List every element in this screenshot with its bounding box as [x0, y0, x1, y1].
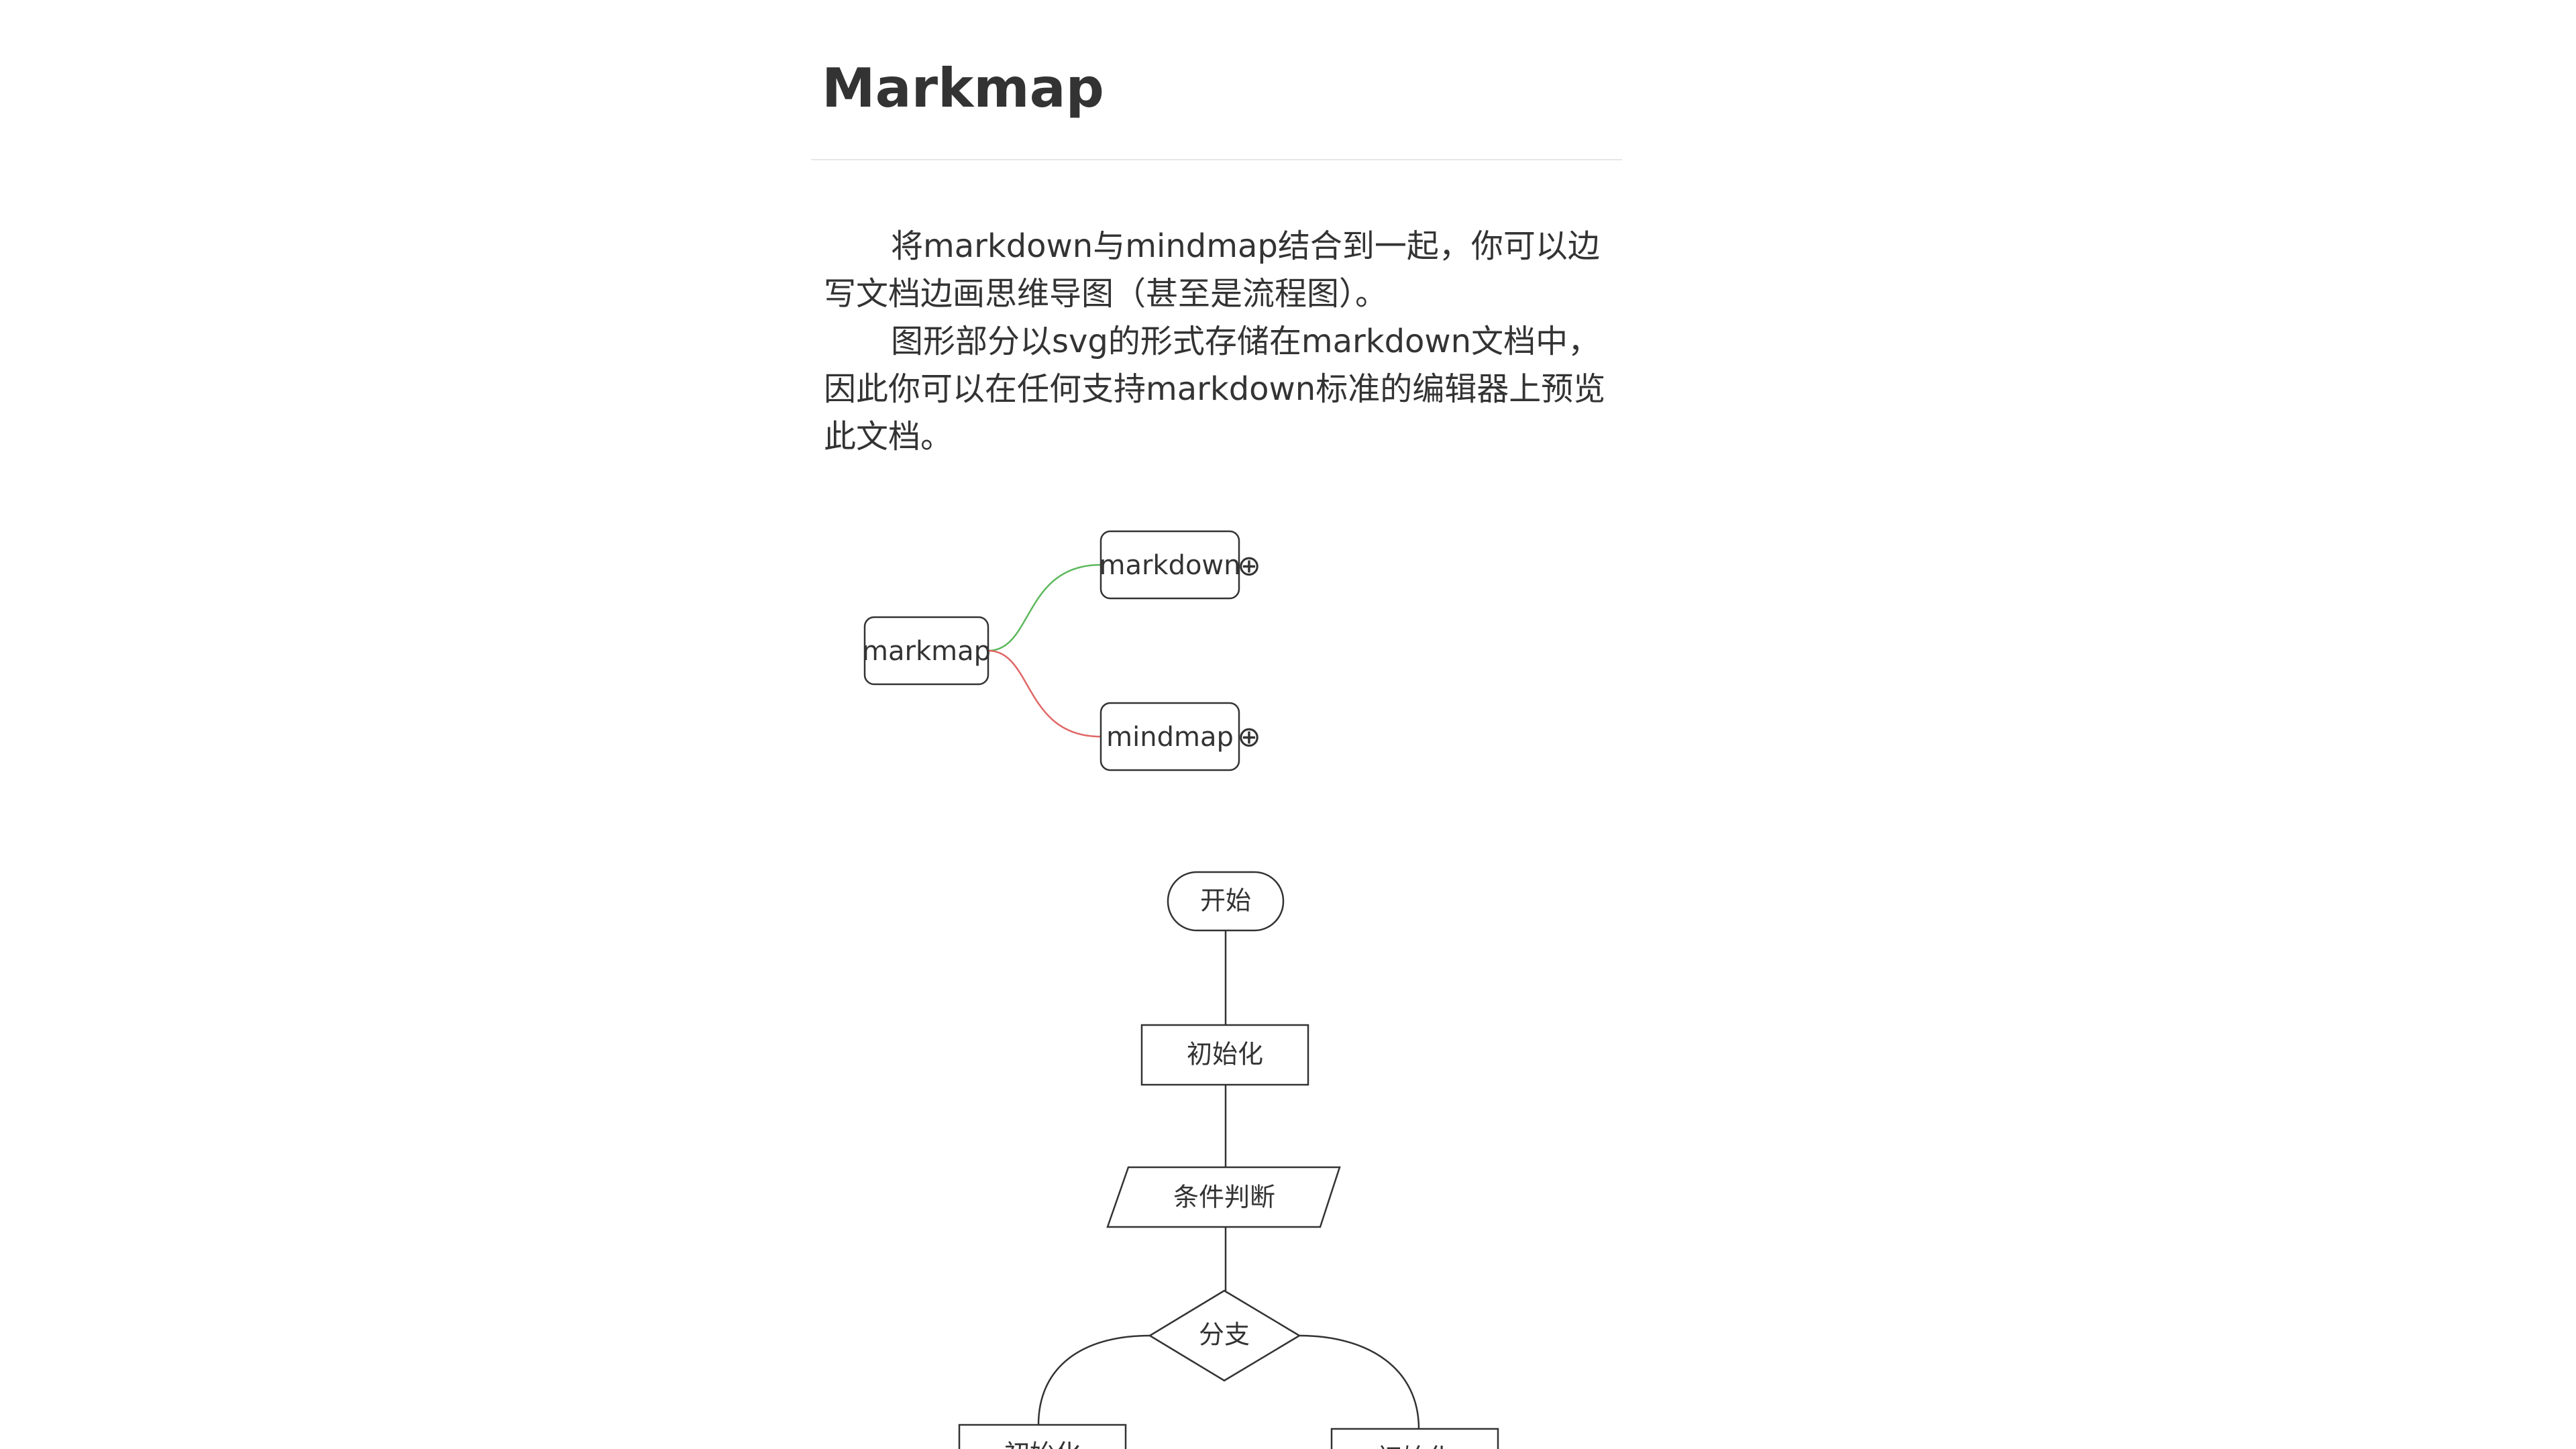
flow-connector-right — [1299, 1334, 1420, 1430]
flow-condition-label: 条件判断 — [1173, 1183, 1275, 1212]
intro-text: 将markdown与mindmap结合到一起，你可以边写文档边画思维导图（甚至是… — [824, 223, 1622, 461]
flow-left-init-node[interactable]: 初始化 — [958, 1424, 1127, 1449]
flow-init-node[interactable]: 初始化 — [1140, 1024, 1309, 1086]
expand-icon[interactable]: ⊕ — [1237, 720, 1260, 753]
mindmap-link-mindmap — [987, 649, 1102, 738]
page-title: Markmap — [822, 57, 1104, 119]
flow-branch-label: 分支 — [1199, 1320, 1250, 1350]
title-divider — [811, 159, 1622, 160]
intro-paragraph-2: 图形部分以svg的形式存储在markdown文档中，因此你可以在任何支持mark… — [824, 323, 1606, 455]
flow-init-label: 初始化 — [1187, 1040, 1263, 1069]
mindmap-root-label: markmap — [862, 636, 991, 667]
flow-right-init-label: 初始化 — [1377, 1444, 1453, 1449]
flow-start-label: 开始 — [1200, 886, 1251, 916]
flow-branch-node[interactable]: 分支 — [1148, 1289, 1301, 1382]
intro-paragraph-1: 将markdown与mindmap结合到一起，你可以边写文档边画思维导图（甚至是… — [824, 227, 1600, 313]
flow-left-init-label: 初始化 — [1004, 1440, 1081, 1449]
expand-icon[interactable]: ⊕ — [1237, 549, 1260, 582]
flow-right-init-node[interactable]: 初始化 — [1330, 1428, 1499, 1449]
flow-start-node[interactable]: 开始 — [1167, 871, 1285, 932]
mindmap-node-markdown[interactable]: markdown — [1099, 530, 1241, 600]
mindmap-link-markdown — [987, 564, 1102, 652]
flow-condition-node[interactable]: 条件判断 — [1106, 1166, 1341, 1228]
mindmap-markdown-label: markdown — [1099, 550, 1240, 581]
mindmap-node-mindmap[interactable]: mindmap — [1099, 702, 1240, 771]
flow-connector-left — [1037, 1334, 1150, 1426]
mindmap-node-root[interactable]: markmap — [862, 616, 991, 686]
mindmap-mindmap-label: mindmap — [1106, 722, 1234, 753]
